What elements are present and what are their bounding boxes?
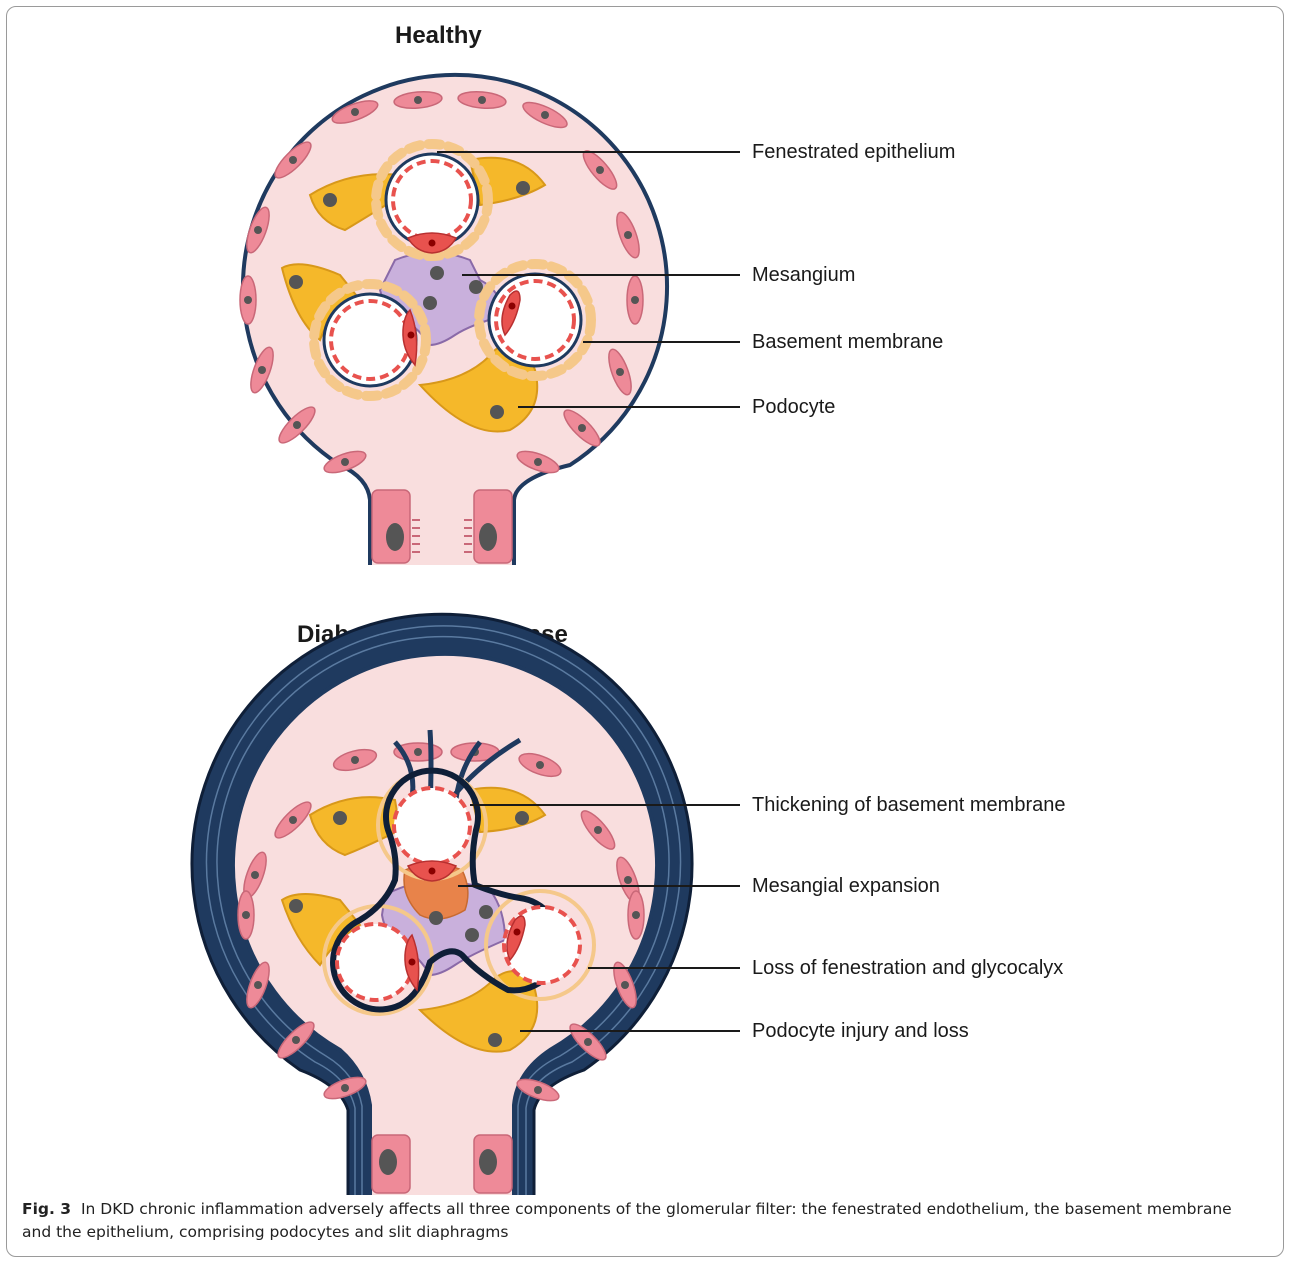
label-thickening-basement-membrane: Thickening of basement membrane [752,794,1066,817]
label-podocyte: Podocyte [752,396,835,419]
caption-text: In DKD chronic inflammation adversely af… [22,1200,1232,1241]
label-loss-fenestration: Loss of fenestration and glycocalyx [752,957,1063,980]
caption-fig-label: Fig. 3 [22,1200,71,1218]
label-basement-membrane: Basement membrane [752,331,943,354]
dkd-glomerulus [192,614,692,1195]
label-mesangium: Mesangium [752,264,855,287]
healthy-glomerulus [240,75,667,565]
figure-caption: Fig. 3 In DKD chronic inflammation adver… [22,1198,1262,1244]
label-podocyte-injury: Podocyte injury and loss [752,1020,969,1043]
label-mesangial-expansion: Mesangial expansion [752,875,940,898]
label-fenestrated-epithelium: Fenestrated epithelium [752,141,955,164]
